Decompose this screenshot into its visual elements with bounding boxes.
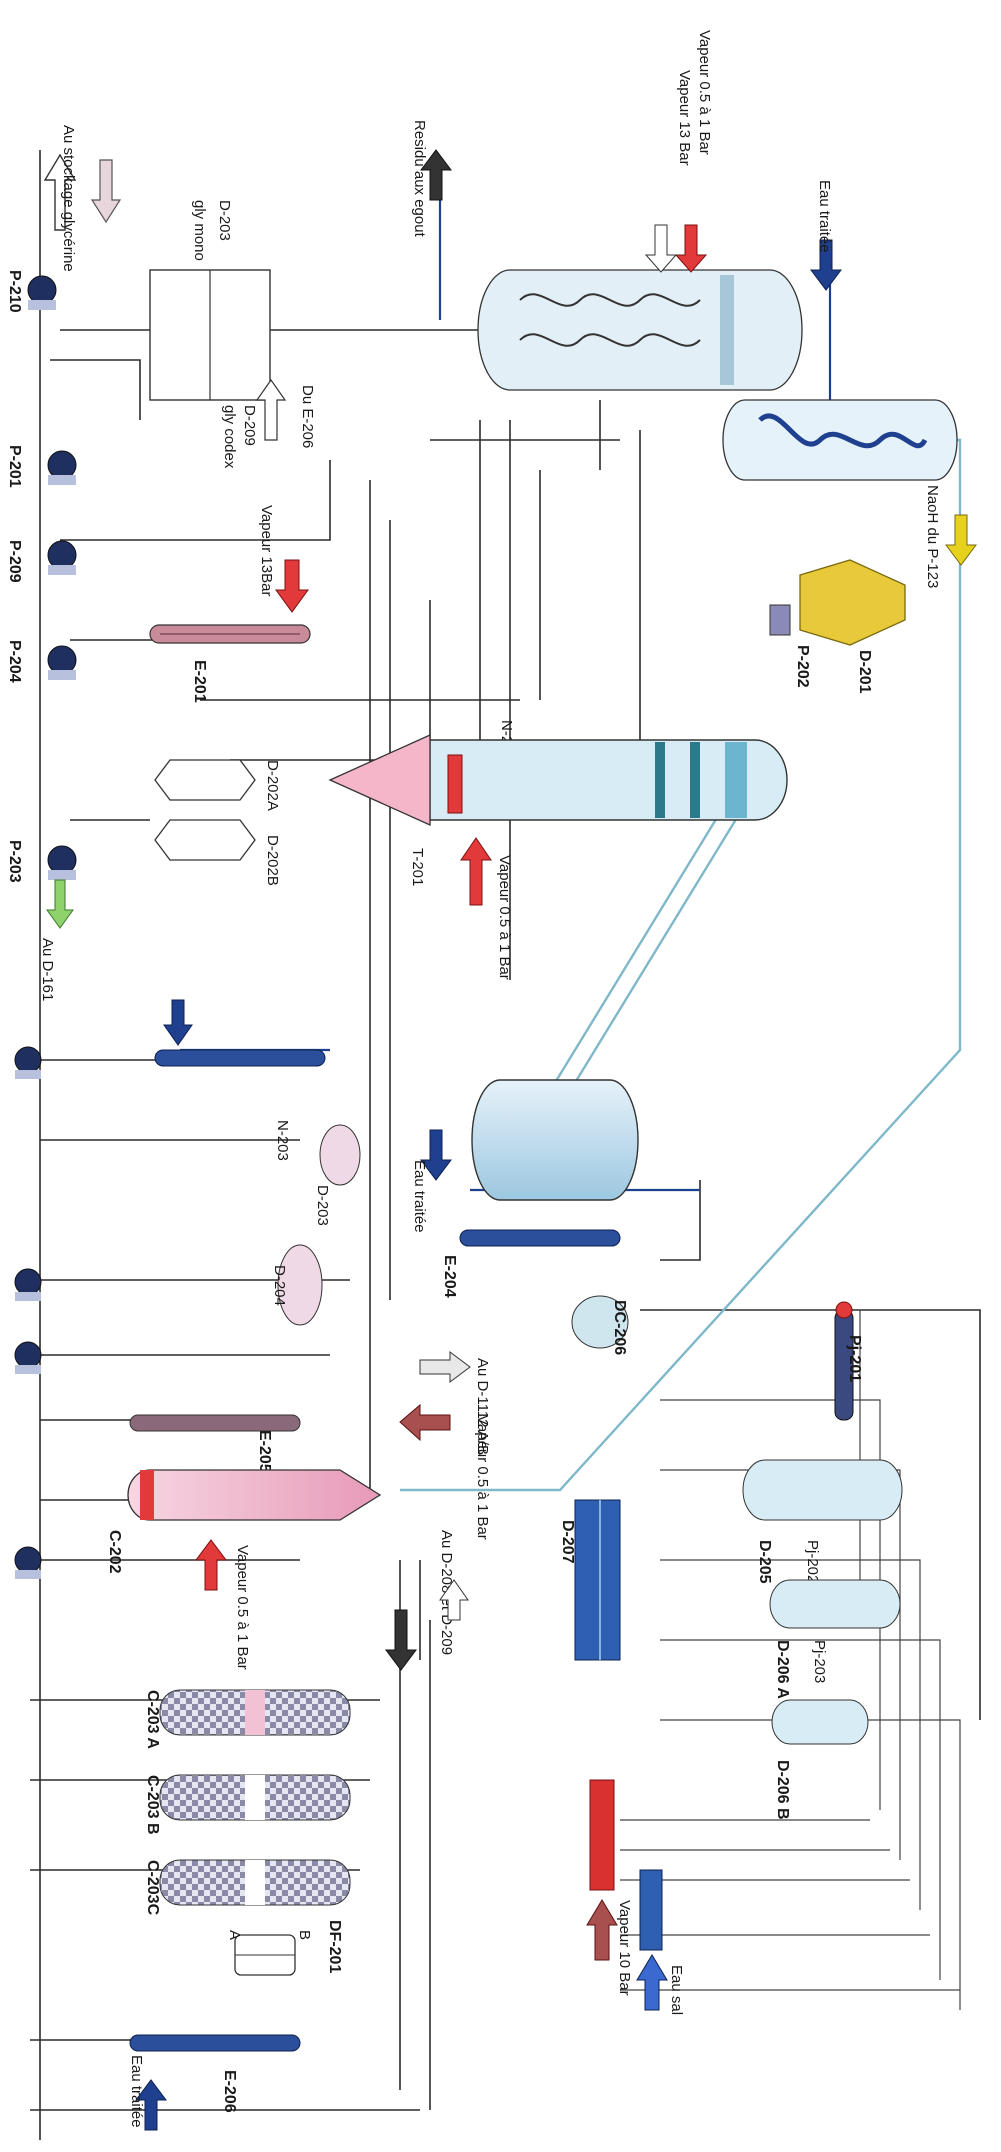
label-c202: C-202 [106,1530,123,1574]
label-steam-c201: Vapeur 0.5 à 1 Bar [496,855,513,980]
steam-10bar-arrow [587,1900,617,1960]
label-df-b: B [296,1930,313,1940]
label-n203: N-203 [274,1120,291,1161]
tank-d208-d209: D-203 gly mono D-209 gly codex Du E-206 [150,200,316,469]
label-p202: P-202 [794,645,811,688]
salt-water-arrow [637,1955,667,2010]
ejector-pj201: Pj-201 [835,1302,863,1420]
naoh-tank-d201: NaoH du P-123 D-201 P-202 [770,485,976,694]
label-c203a: C-203 A [144,1690,161,1749]
naoh-arrow [946,515,976,565]
label-d202a: D-202A [264,760,281,811]
label-treated-water-bottom: Eau traitée [128,2055,145,2128]
label-treated-water-mid: Eau traitée [411,1160,428,1233]
label-t201: T-201 [409,848,426,886]
coil-vessel: Residu aux egout Vapeur 0.5 à 1 Bar Vape… [411,30,802,390]
steam-c202-arrow [196,1540,226,1590]
steam-13bar-arrow [276,560,308,612]
label-to-d161: Au D-161 [39,938,56,1001]
label-d205: D-205 [756,1540,773,1584]
label-d206a: D-206 A [774,1640,791,1699]
pump-p210: P-210 [6,270,56,313]
pump-p209: P-209 [6,540,76,583]
exchanger-n203-line: N-203 D-203 [155,1000,360,1226]
label-df201: DF-201 [326,1920,343,1973]
condenser-d207: D-207 [559,1500,620,1660]
utility-headers: Vapeur 10 Bar Eau sal [587,1780,685,2015]
pump-generic-1 [15,1047,41,1079]
label-naoh: NaoH du P-123 [924,485,941,588]
label-p209: P-209 [6,540,23,583]
product-to-d161-arrow [47,880,73,928]
label-from-e206: Du E-206 [299,385,316,448]
steam-c201-arrow [461,838,491,905]
pump-generic-4 [15,1547,41,1579]
label-pj202: Pj-202 [804,1540,821,1583]
pump-p204: P-204 [6,640,76,683]
exchanger-e205: E-205 [130,1415,300,1473]
label-dc206: DC-206 [611,1300,628,1355]
label-d203b: D-203 [314,1185,331,1226]
label-d209: D-209 [241,405,258,446]
label-d206b: D-206 B [774,1760,791,1820]
label-steam-13bar: Vapeur 13Bar [258,505,275,596]
vessel-d204: D-204 [271,1245,322,1325]
inlet-arrow [92,160,120,222]
label-e206: E-206 [221,2070,238,2113]
pump-generic-3 [15,1342,41,1374]
separator-vessel: Eau traitée E-204 DC-206 [411,1080,638,1355]
label-e205: E-205 [256,1430,273,1473]
charcoal-arrow [386,1610,416,1670]
label-pj203: Pj-203 [811,1640,828,1683]
pump-p201: P-201 [6,445,76,488]
column-c201: Vapeur 0.5 à 1 Bar [330,735,787,980]
label-steam-13-top: Vapeur 13 Bar [676,70,693,166]
steam-e205: Vapeur 0.5 à 1 Bar [400,1405,491,1540]
label-residue-sewer: Residu aux egout [411,120,428,238]
label-d204: D-204 [271,1265,288,1306]
label-salt-water: Eau sal [668,1965,685,2015]
label-steam-05-top: Vapeur 0.5 à 1 Bar [696,30,713,155]
label-d201: D-201 [856,650,873,694]
steam-13-top-arrow [646,225,676,272]
label-p210: P-210 [6,270,23,313]
exchanger-e206: E-206 Eau traitée [128,2035,300,2130]
label-gly-mono: gly mono [191,200,208,261]
label-e201: E-201 [191,660,208,703]
filter-df201: DF-201 A B [226,1920,343,1975]
label-e204: E-204 [441,1255,458,1298]
pump-generic-2 [15,1269,41,1301]
label-p203: P-203 [6,840,23,883]
label-d207: D-207 [559,1520,576,1564]
water-n203-arrow [164,1000,192,1045]
exchanger-e201: E-201 Vapeur 13Bar [150,505,310,703]
label-treated-water-top: Eau traitée [816,180,833,253]
pump-p203: P-203 [6,840,76,883]
label-gly-codex: gly codex [221,405,238,469]
label-c203c: C-203C [144,1860,161,1916]
label-pj201: Pj-201 [846,1335,863,1382]
label-d203-block: D-203 [216,200,233,241]
label-steam-10bar: Vapeur 10 Bar [616,1900,633,1996]
label-c203b: C-203 B [144,1775,161,1835]
label-steam-e205: Vapeur 0.5 à 1 Bar [474,1415,491,1540]
label-steam-c202: Vapeur 0.5 à 1 Bar [234,1545,251,1670]
glycerin-outlet: Au stockage glycérine [45,125,120,272]
steam-05-top-arrow [676,225,706,272]
label-d202b: D-202B [264,835,281,886]
label-df-a: A [226,1930,243,1940]
label-p201: P-201 [6,445,23,488]
label-glycerin-storage: Au stockage glycérine [60,125,77,272]
label-p204: P-204 [6,640,23,683]
